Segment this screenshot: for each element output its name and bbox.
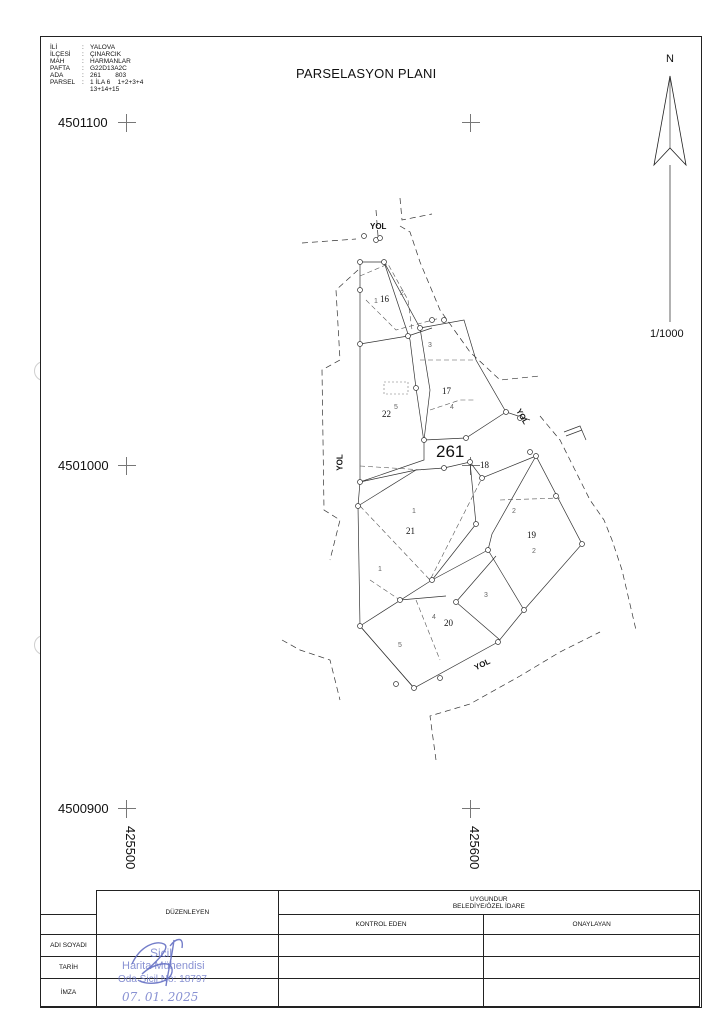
info-key: MAH <box>50 58 65 65</box>
grid-cross <box>118 114 136 132</box>
info-value: G22D13A2C <box>90 65 127 72</box>
info-key: PAFTA <box>50 65 70 72</box>
old-parcel-number: 2 <box>532 548 536 555</box>
kontrol-date-cell <box>277 956 485 979</box>
imza-cell <box>95 978 279 1007</box>
info-value: YALOVA <box>90 44 116 51</box>
grid-cross <box>462 800 480 818</box>
info-key: PARSEL <box>50 79 76 86</box>
info-value: 1 İLA 6 1+2+3+4 <box>90 79 144 86</box>
old-parcel-number: 1 <box>378 566 382 573</box>
old-parcel-number: 5 <box>398 642 402 649</box>
info-key: İLİ <box>50 44 58 51</box>
stamp-date: 07. 01. 2025 <box>122 990 199 1004</box>
parcel-number: 18 <box>480 460 489 470</box>
onay-name-cell <box>483 934 700 957</box>
road-label: YOL <box>370 222 387 231</box>
old-parcel-number: 3 <box>484 592 488 599</box>
parcel-number: 19 <box>527 530 536 540</box>
info-value: 13+14+15 <box>90 86 120 93</box>
onay-sign-cell <box>483 978 700 1007</box>
uygundur-header: UYGUNDUR BELEDİYE/ÖZEL İDARE <box>277 890 701 915</box>
info-block: İLİ:YALOVA İLÇESİ:ÇINARCIK MAH:HARMANLAR… <box>50 44 144 93</box>
info-key: İLÇESİ <box>50 51 71 58</box>
onaylayan-header: ONAYLAYAN <box>483 914 700 935</box>
old-parcel-number: 3 <box>428 342 432 349</box>
signature-table: DÜZENLEYEN UYGUNDUR BELEDİYE/ÖZEL İDARE … <box>40 890 701 1007</box>
info-value: HARMANLAR <box>90 58 131 65</box>
grid-cross <box>118 457 136 475</box>
kontrol-name-cell <box>277 934 485 957</box>
old-parcel-number: 2 <box>400 290 404 297</box>
old-parcel-number: 5 <box>394 404 398 411</box>
old-parcel-number: 4 <box>432 614 436 621</box>
info-key: ADA <box>50 72 64 79</box>
parcel-number: 16 <box>380 294 389 304</box>
old-parcel-number: 1 <box>374 298 378 305</box>
info-value: ÇINARCIK <box>90 51 122 58</box>
signature-icon <box>131 938 184 987</box>
tarih-label: TARİH <box>40 956 97 979</box>
road-label: YOL <box>335 454 345 471</box>
parcel-number: 20 <box>444 618 453 628</box>
coord-y-top: 4501100 <box>58 115 108 130</box>
plan-sheet <box>40 36 702 1008</box>
info-value: 261 803 <box>90 72 127 79</box>
coord-y-mid: 4501000 <box>58 458 109 473</box>
hatch-box <box>383 381 409 395</box>
grid-cross <box>118 800 136 818</box>
block-number: 261 <box>436 442 465 461</box>
uygundur-line2: BELEDİYE/ÖZEL İDARE <box>452 902 525 910</box>
stamp-profession: Harita Mühendisi <box>122 960 205 972</box>
old-parcel-number: 1 <box>412 508 416 515</box>
coord-y-bottom: 4500900 <box>58 801 109 816</box>
parcel-number: 17 <box>442 386 451 396</box>
north-label: N <box>666 53 674 65</box>
imza-label: İMZA <box>40 978 97 1007</box>
uygundur-line1: UYGUNDUR <box>470 895 508 903</box>
stamp-name: Sicil <box>150 946 173 960</box>
adi-soyadi-label: ADI SOYADI <box>40 934 97 957</box>
stamp-registry: Oda Sicil No: 18797 <box>118 974 207 985</box>
onay-date-cell <box>483 956 700 979</box>
page-title: PARSELASYON PLANI <box>296 66 437 81</box>
parcel-number: 22 <box>382 409 391 419</box>
kontrol-eden-header: KONTROL EDEN <box>277 914 485 935</box>
scale-label: 1/1000 <box>650 328 684 340</box>
old-parcel-number: 2 <box>512 508 516 515</box>
kontrol-sign-cell <box>277 978 485 1007</box>
grid-cross <box>462 114 480 132</box>
parcel-number: 21 <box>406 526 415 536</box>
old-parcel-number: 4 <box>450 404 454 411</box>
